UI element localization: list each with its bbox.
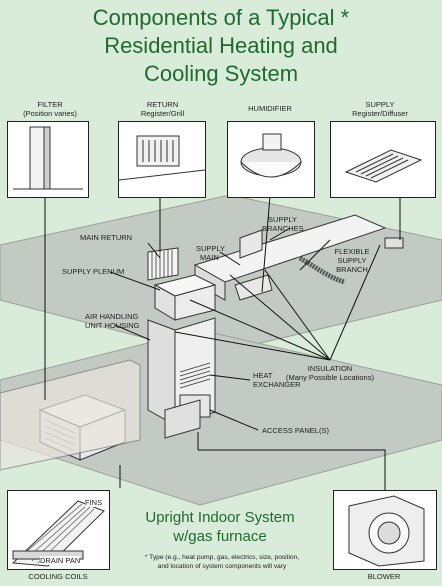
drain-pan-label: DRAIN PAN <box>40 556 81 565</box>
main-return-label: MAIN RETURN <box>80 233 133 242</box>
supply-plenum-label: SUPPLY PLENUM <box>62 267 125 276</box>
heat-exchanger-label-1: HEAT <box>253 371 273 380</box>
main-return-duct <box>147 247 179 281</box>
air-handling-label-1: AIR HANDLING <box>85 312 139 321</box>
supply-main-label-2: MAIN <box>200 253 219 262</box>
return-label: RETURN <box>146 100 179 109</box>
subtitle-line-1: Upright Indoor System <box>145 509 295 526</box>
flexible-label-2: SUPPLY <box>337 256 367 265</box>
humidifier-callout <box>227 121 315 198</box>
title-line-2: Residential Heating and <box>104 33 338 58</box>
title-line-3: Cooling System <box>143 61 299 86</box>
blower-label: BLOWER <box>367 572 401 581</box>
filter-callout <box>7 121 89 198</box>
filter-sublabel: (Position varies) <box>23 109 77 118</box>
supply-sublabel: Register/Diffuser <box>352 109 408 118</box>
access-panel-label: ACCESS PANEL(S) <box>262 426 329 435</box>
flexible-label-3: BRANCH <box>336 265 368 274</box>
title-line-1: Components of a Typical * <box>92 5 350 30</box>
heat-exchanger-label-2: EXCHANGER <box>253 380 301 389</box>
supply-label: SUPPLY <box>365 100 395 109</box>
supply-main-label-1: SUPPLY <box>196 244 226 253</box>
insulation-label-2: (Many Possible Locations) <box>286 373 374 382</box>
footnote: * Type (e.g., heat pump, gas, electrics,… <box>112 553 332 571</box>
footnote-line-1: * Type (e.g., heat pump, gas, electrics,… <box>144 554 300 561</box>
supply-branches-label-1: SUPPLY <box>268 215 298 224</box>
humidifier-label: HUMIDIFIER <box>248 104 292 113</box>
subtitle-line-2: w/gas furnace <box>173 528 267 545</box>
insulation-label-1: INSULATION <box>307 364 353 373</box>
return-callout <box>118 121 206 198</box>
blower-callout <box>333 490 437 570</box>
flexible-label-1: FLEXIBLE <box>334 247 370 256</box>
footnote-line-2: and location of system components will v… <box>157 563 287 570</box>
air-handling-label-2: UNIT HOUSING <box>85 321 140 330</box>
supply-branches-label-2: BRANCHES <box>262 224 304 233</box>
cooling-coils-label: COOLING COILS <box>28 572 88 581</box>
supply-callout <box>330 121 436 198</box>
return-sublabel: Register/Grill <box>140 109 185 118</box>
filter-label: FILTER <box>37 100 63 109</box>
fins-label: FINS <box>85 498 103 507</box>
